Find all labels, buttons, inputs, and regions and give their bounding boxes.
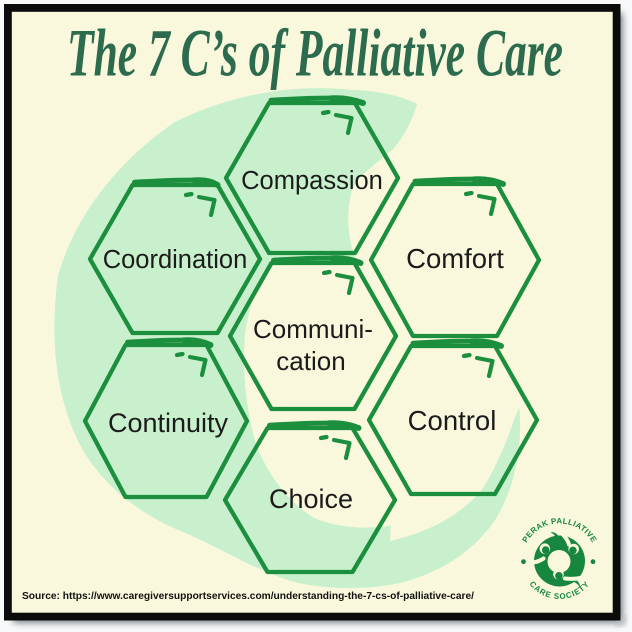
svg-text:Comfort: Comfort [406,243,504,274]
svg-text:Control: Control [408,405,497,436]
svg-text:Compassion: Compassion [241,167,383,195]
svg-text:Choice: Choice [269,484,353,514]
svg-text:cation: cation [276,346,345,376]
svg-text:Communi-: Communi- [253,314,373,344]
svg-text:The 7 C’s of Palliative Care: The 7 C’s of Palliative Care [67,15,563,91]
svg-text:Coordination: Coordination [103,246,248,274]
svg-text:Source: https://www.caregivers: Source: https://www.caregiversupportserv… [22,591,474,602]
svg-text:Continuity: Continuity [108,408,229,438]
